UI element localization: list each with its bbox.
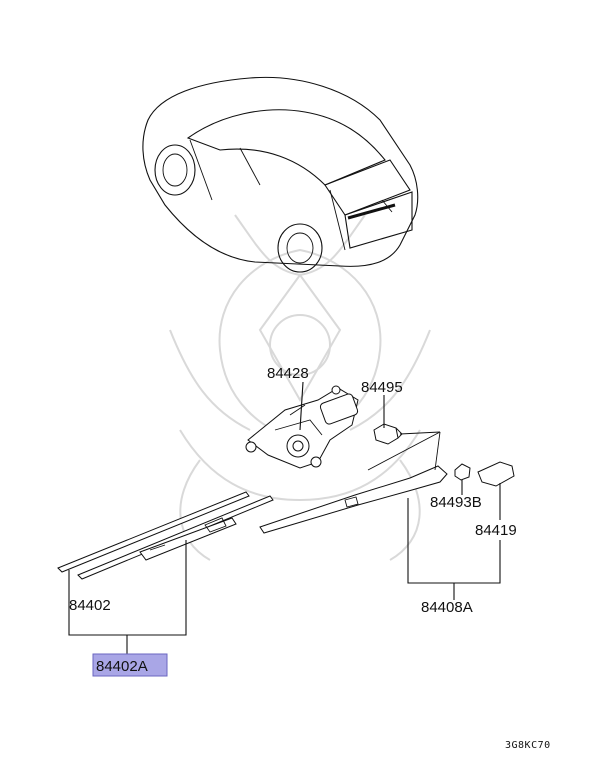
arm-nut: [454, 463, 471, 481]
reference-code: 3G8KC70: [505, 740, 551, 751]
guide-lines: [367, 431, 441, 471]
callout-blade-assy[interactable]: 84402A: [96, 658, 148, 675]
callout-cap[interactable]: 84495: [361, 379, 403, 396]
car-illustration: [142, 76, 419, 273]
callout-nut[interactable]: 84493B: [430, 494, 482, 511]
arm-cover: [477, 461, 515, 487]
callout-motor[interactable]: 84428: [267, 365, 309, 382]
pivot-cap: [373, 423, 403, 445]
callout-arm-cover[interactable]: 84419: [475, 522, 517, 539]
wiper-motor: [245, 385, 359, 469]
leader-lines: [68, 381, 501, 654]
highlight-box: [92, 653, 168, 677]
callout-blade[interactable]: 84402: [69, 597, 111, 614]
callout-arm-assy[interactable]: 84408A: [421, 599, 473, 616]
wiper-arm: [259, 465, 448, 534]
wiper-blade: [57, 491, 274, 580]
